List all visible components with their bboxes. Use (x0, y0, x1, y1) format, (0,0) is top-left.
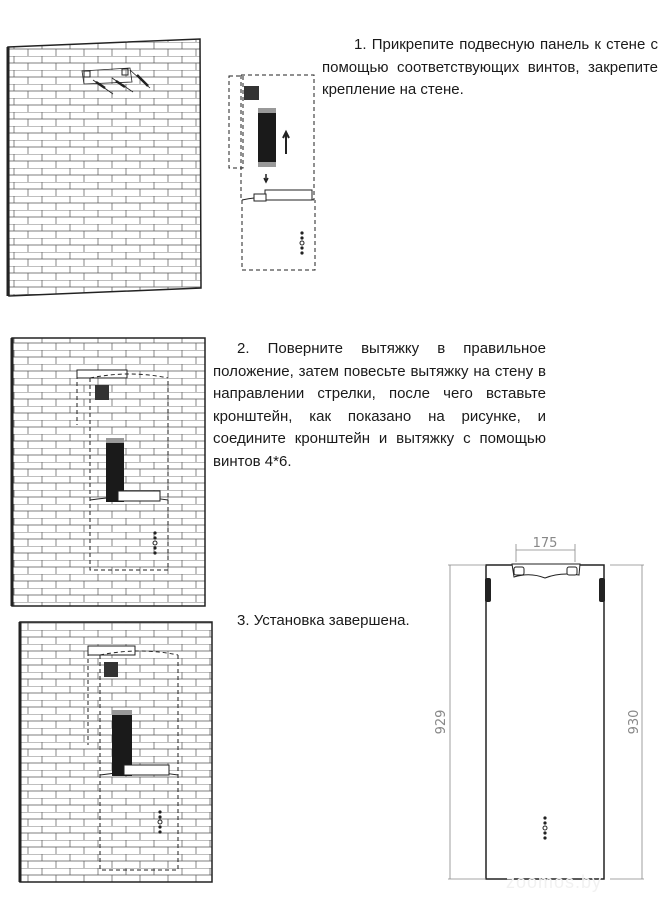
step-3-instruction: 3. Установка завершена. (237, 610, 457, 633)
step3-hood (87, 645, 179, 871)
step1-wall-bracket (81, 67, 151, 95)
step2-hood-parts (95, 385, 161, 556)
watermark: zoomos.by (506, 872, 603, 892)
step-3-text: Установка завершена. (253, 612, 410, 629)
step-1-number: 1. (354, 36, 367, 53)
step1-wall (6, 38, 202, 297)
step-3-number: 3. (237, 612, 250, 629)
dimension-width: 175 (533, 536, 558, 551)
step1-hood-parts (244, 86, 313, 256)
step-1-instruction: 1. Прикрепите подвесную панель к стене с… (322, 34, 658, 102)
step2-hood (76, 369, 169, 571)
step1-hood (228, 74, 316, 271)
dimension-height-left: 929 (434, 710, 449, 735)
dimension-height-right: 930 (627, 710, 642, 735)
step-2-number: 2. (237, 340, 250, 357)
step-2-instruction: 2. Поверните вытяжку в правильное положе… (213, 338, 546, 473)
step3-hood-parts (104, 662, 170, 835)
step-2-text: Поверните вытяжку в правильное положение… (213, 340, 546, 470)
step-1-text: Прикрепите подвесную панель к стене с по… (322, 36, 659, 98)
dimension-drawing: 175 929 930 (434, 536, 644, 880)
